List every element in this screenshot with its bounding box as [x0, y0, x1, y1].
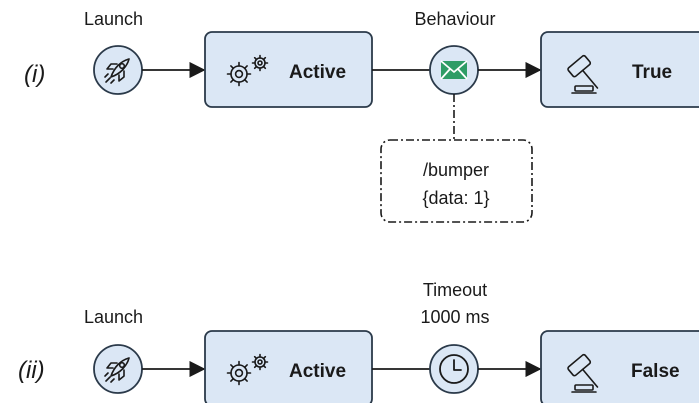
start-node — [93, 45, 143, 95]
row-i: (i) Launch Active Behaviour True — [24, 9, 699, 223]
event-node — [429, 344, 479, 394]
verdict-label: False — [631, 361, 680, 382]
state-label: Active — [289, 62, 346, 83]
message-note: /bumper {data: 1} — [380, 139, 533, 223]
row-label: (i) — [24, 61, 45, 88]
note-topic: /bumper — [423, 160, 489, 180]
verdict-label: True — [632, 62, 672, 83]
verdict-box: False — [540, 330, 699, 403]
note-payload: {data: 1} — [422, 188, 489, 208]
row-ii: (ii) Launch Active Timeout 1000 ms Fal — [18, 280, 699, 403]
event-label: Behaviour — [414, 9, 495, 29]
event-sublabel: 1000 ms — [420, 307, 489, 327]
row-label: (ii) — [18, 357, 45, 384]
state-box: Active — [204, 330, 373, 403]
start-label: Launch — [84, 9, 143, 29]
event-label: Timeout — [423, 280, 487, 300]
start-node — [93, 344, 143, 394]
start-label: Launch — [84, 307, 143, 327]
state-label: Active — [289, 361, 346, 382]
envelope-icon — [440, 60, 468, 80]
event-node — [429, 45, 479, 95]
clock-icon — [439, 354, 469, 384]
verdict-box: True — [540, 31, 699, 108]
state-box: Active — [204, 31, 373, 108]
